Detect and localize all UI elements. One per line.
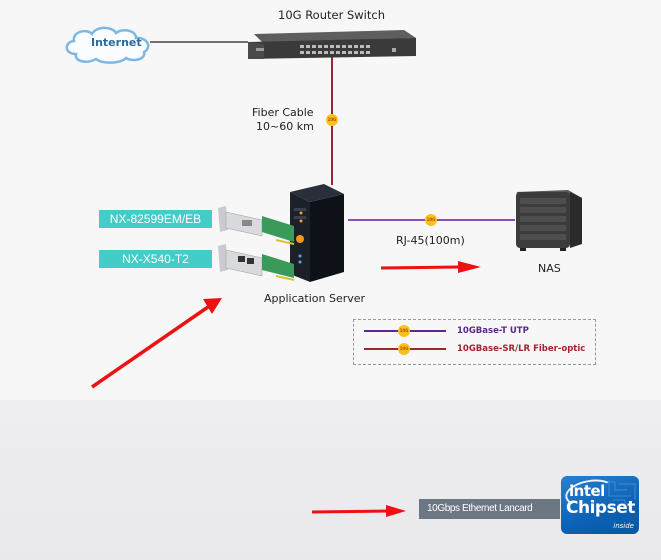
legend: 10G 10GBase-T UTP 10G 10GBase-SR/LR Fibe… (353, 319, 596, 365)
internet-label: Internet (91, 36, 142, 49)
legend-badge-fiber: 10G (398, 343, 410, 355)
application-server-label: Application Server (264, 292, 366, 305)
legend-item-fiber: 10G 10GBase-SR/LR Fiber-optic (354, 342, 595, 356)
legend-item-utp: 10G 10GBase-T UTP (354, 324, 595, 338)
router-switch-label: 10G Router Switch (278, 8, 385, 22)
rj45-label: RJ-45(100m) (396, 234, 465, 247)
lancard-label: 10Gbps Ethernet Lancard (419, 499, 560, 519)
rj45-10g-badge: 10G (425, 214, 437, 226)
intel-tagline: inside (613, 522, 634, 530)
intel-brand: intel (569, 482, 605, 500)
model-tag-rj45: NX-X540-T2 (99, 250, 212, 268)
nic-card-rj45 (218, 244, 295, 281)
circuit-pattern-icon (603, 480, 636, 504)
fiber-10g-badge: 10G (326, 114, 338, 126)
application-server-icon (290, 184, 344, 282)
nic-card-sfp (218, 206, 295, 245)
arrow-to-nas (380, 261, 481, 273)
legend-label-utp: 10GBase-T UTP (457, 326, 529, 336)
legend-badge-utp: 10G (398, 325, 410, 337)
arrow-to-cards (91, 298, 222, 389)
network-cards-icon (218, 206, 295, 281)
network-diagram: Internet 10G Router Switch Fiber Cable 1… (65, 8, 596, 389)
intel-product: Chipset (566, 498, 635, 518)
intel-chipset-badge: intel Chipset inside (561, 476, 639, 534)
arrow-to-lancard (311, 505, 406, 517)
nas-icon (516, 190, 582, 251)
fiber-cable-label: Fiber Cable (252, 106, 314, 119)
model-tag-sfp: NX-82599EM/EB (99, 210, 212, 228)
internet-cloud-icon (65, 26, 150, 64)
nas-label: NAS (538, 262, 561, 275)
fiber-distance-label: 10~60 km (256, 120, 314, 133)
legend-label-fiber: 10GBase-SR/LR Fiber-optic (457, 344, 586, 354)
router-switch-icon (248, 30, 416, 59)
